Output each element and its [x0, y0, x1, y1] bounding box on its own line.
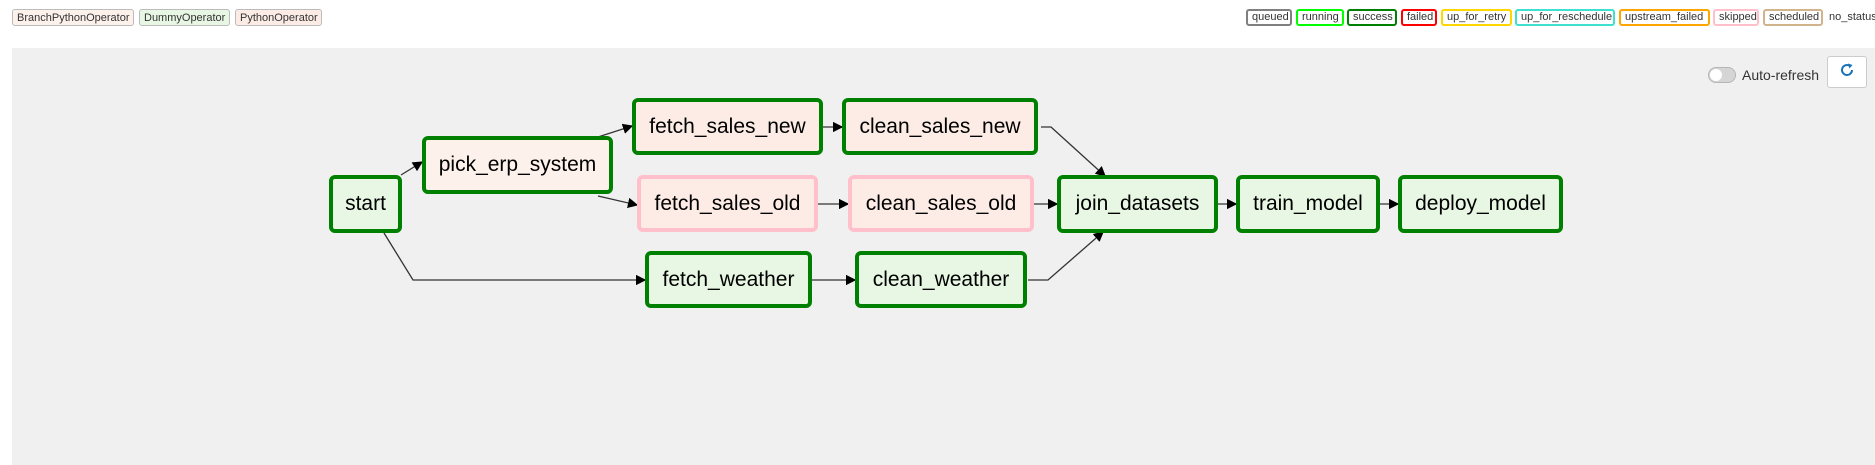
- legend-state-up-for-reschedule[interactable]: up_for_reschedule: [1515, 9, 1615, 26]
- legend-bar: BranchPythonOperator DummyOperator Pytho…: [0, 0, 1875, 40]
- task-label: fetch_sales_new: [649, 114, 806, 138]
- legend-state-upstream-failed[interactable]: upstream_failed: [1619, 9, 1710, 26]
- task-node-start[interactable]: start: [329, 175, 402, 233]
- legend-state-success[interactable]: success: [1347, 9, 1397, 26]
- auto-refresh-toggle[interactable]: [1708, 67, 1736, 83]
- legend-state-queued[interactable]: queued: [1246, 9, 1292, 26]
- task-label: clean_sales_new: [859, 114, 1021, 138]
- task-label: pick_erp_system: [438, 153, 597, 176]
- legend-state-failed[interactable]: failed: [1401, 9, 1437, 26]
- legend-python-operator[interactable]: PythonOperator: [235, 9, 322, 26]
- task-label: join_datasets: [1075, 192, 1200, 215]
- task-node-clean-sales-new[interactable]: clean_sales_new: [842, 98, 1038, 155]
- auto-refresh-control[interactable]: Auto-refresh: [1708, 65, 1819, 85]
- refresh-button[interactable]: [1827, 56, 1867, 88]
- task-node-fetch-sales-old[interactable]: fetch_sales_old: [637, 175, 818, 232]
- task-node-clean-weather[interactable]: clean_weather: [855, 251, 1027, 308]
- task-node-fetch-weather[interactable]: fetch_weather: [645, 251, 812, 308]
- legend-dummy-operator[interactable]: DummyOperator: [139, 9, 230, 26]
- refresh-icon: [1839, 62, 1855, 83]
- task-node-join-datasets[interactable]: join_datasets: [1057, 175, 1218, 233]
- toggle-knob: [1710, 69, 1722, 81]
- legend-state-scheduled[interactable]: scheduled: [1763, 9, 1823, 26]
- legend-state-up-for-retry[interactable]: up_for_retry: [1441, 9, 1512, 26]
- task-label: fetch_weather: [662, 267, 795, 291]
- task-node-pick-erp-system[interactable]: pick_erp_system: [422, 136, 613, 194]
- task-node-deploy-model[interactable]: deploy_model: [1398, 175, 1563, 233]
- task-node-train-model[interactable]: train_model: [1236, 175, 1380, 233]
- auto-refresh-label: Auto-refresh: [1742, 67, 1820, 83]
- task-label: start: [345, 192, 386, 215]
- task-label: train_model: [1253, 192, 1363, 215]
- task-label: clean_sales_old: [865, 191, 1017, 215]
- legend-branch-python-operator[interactable]: BranchPythonOperator: [12, 9, 134, 26]
- legend-state-no-status[interactable]: no_status: [1829, 11, 1875, 23]
- task-label: clean_weather: [872, 267, 1010, 291]
- legend-state-running[interactable]: running: [1296, 9, 1344, 26]
- task-label: deploy_model: [1415, 192, 1546, 215]
- task-label: fetch_sales_old: [654, 191, 801, 215]
- task-node-clean-sales-old[interactable]: clean_sales_old: [848, 175, 1034, 232]
- task-node-fetch-sales-new[interactable]: fetch_sales_new: [632, 98, 823, 155]
- legend-state-skipped[interactable]: skipped: [1713, 9, 1759, 26]
